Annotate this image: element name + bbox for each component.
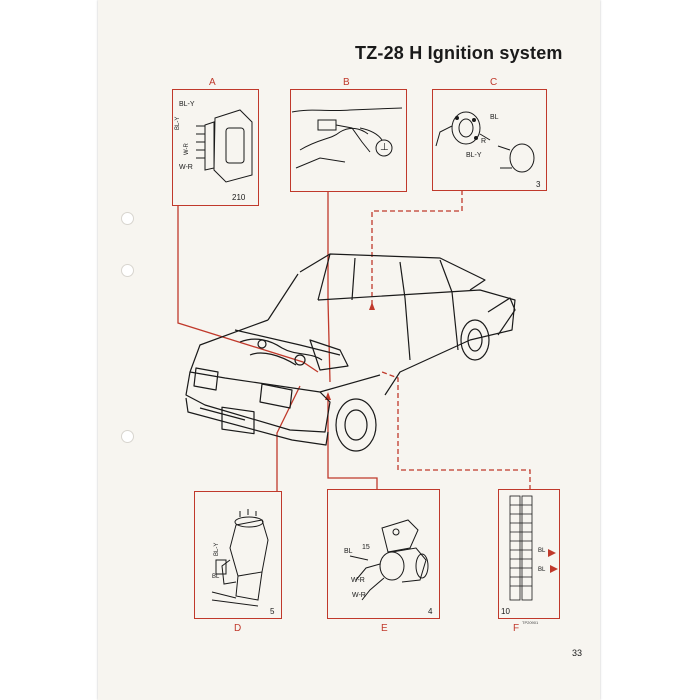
panel-a-letter: A bbox=[209, 77, 216, 88]
panel-d-wire-label: BL-Y bbox=[214, 542, 220, 556]
car-door-line bbox=[404, 291, 459, 361]
panel-f-number: 10 bbox=[501, 607, 510, 616]
leader-f bbox=[381, 371, 531, 490]
fuse-box-drawing bbox=[509, 495, 533, 601]
panel-c-letter: C bbox=[490, 77, 498, 88]
leader-c bbox=[371, 190, 463, 304]
car-side-body bbox=[317, 289, 516, 396]
leader-a bbox=[177, 205, 319, 373]
ground-symbol: ⊥ bbox=[380, 142, 389, 153]
fuse-box-arrows bbox=[548, 549, 558, 573]
panel-c-wire-label: BL bbox=[490, 114, 499, 121]
panel-f-wire-label: BL bbox=[538, 567, 546, 573]
car-hood bbox=[189, 319, 381, 393]
leader-b bbox=[327, 191, 331, 383]
panel-f-wire-label: BL bbox=[538, 548, 546, 554]
panel-d-wire-label: BL bbox=[212, 574, 220, 580]
panel-e-wire-label: W-R bbox=[352, 592, 366, 599]
reference-code: TP20901 bbox=[522, 620, 539, 625]
binder-hole bbox=[121, 212, 134, 225]
leader-d bbox=[276, 385, 301, 492]
panel-e-wire-label: BL bbox=[344, 548, 353, 555]
ignition-switch-drawing bbox=[435, 111, 535, 173]
panel-f-letter: F bbox=[513, 623, 520, 634]
car-front bbox=[185, 371, 331, 433]
ground-point-drawing bbox=[291, 107, 403, 169]
car-headlight bbox=[259, 383, 293, 409]
panel-c-wire-label: BL-Y bbox=[466, 152, 482, 159]
car-roof bbox=[299, 253, 486, 291]
panel-e-wire-label: 15 bbox=[362, 544, 370, 551]
panel-d-distributor bbox=[194, 491, 282, 619]
control-unit-drawing bbox=[196, 109, 253, 183]
panel-c-number: 3 bbox=[536, 180, 541, 189]
panel-d-number: 5 bbox=[270, 607, 275, 616]
car-headlight bbox=[193, 367, 219, 391]
ignition-coil-drawing bbox=[349, 519, 429, 601]
distributor-drawing bbox=[211, 509, 269, 607]
panel-d-letter: D bbox=[234, 623, 242, 634]
car-grille bbox=[221, 406, 255, 435]
arrow-tip bbox=[325, 392, 331, 400]
page-title: TZ-28 H Ignition system bbox=[355, 43, 563, 63]
binder-hole bbox=[121, 430, 134, 443]
arrow-tip bbox=[369, 302, 375, 310]
leader-lines bbox=[177, 190, 531, 492]
panel-a-wire-label: W-R bbox=[179, 164, 193, 171]
panel-e-wire-label: W-R bbox=[351, 577, 365, 584]
panel-e-letter: E bbox=[381, 623, 388, 634]
panel-a-wire-label: BL-Y bbox=[179, 101, 195, 108]
panel-a-wire-label: W-R bbox=[184, 143, 190, 155]
panel-a-number: 210 bbox=[232, 193, 246, 202]
panel-b-letter: B bbox=[343, 77, 350, 88]
car-rear-wheel bbox=[460, 319, 490, 361]
binder-hole bbox=[121, 264, 134, 277]
car-windshield bbox=[267, 253, 331, 321]
car-bumper bbox=[185, 397, 329, 446]
car-front-wheel bbox=[335, 398, 377, 452]
car-side-window bbox=[351, 257, 453, 301]
car-illustration bbox=[185, 253, 516, 452]
panel-a-wire-label: BL-Y bbox=[175, 116, 181, 130]
leader-e bbox=[327, 394, 378, 490]
panel-e-number: 4 bbox=[428, 607, 433, 616]
panel-c-wire-label: R bbox=[481, 138, 487, 145]
page-number: 33 bbox=[572, 648, 583, 658]
